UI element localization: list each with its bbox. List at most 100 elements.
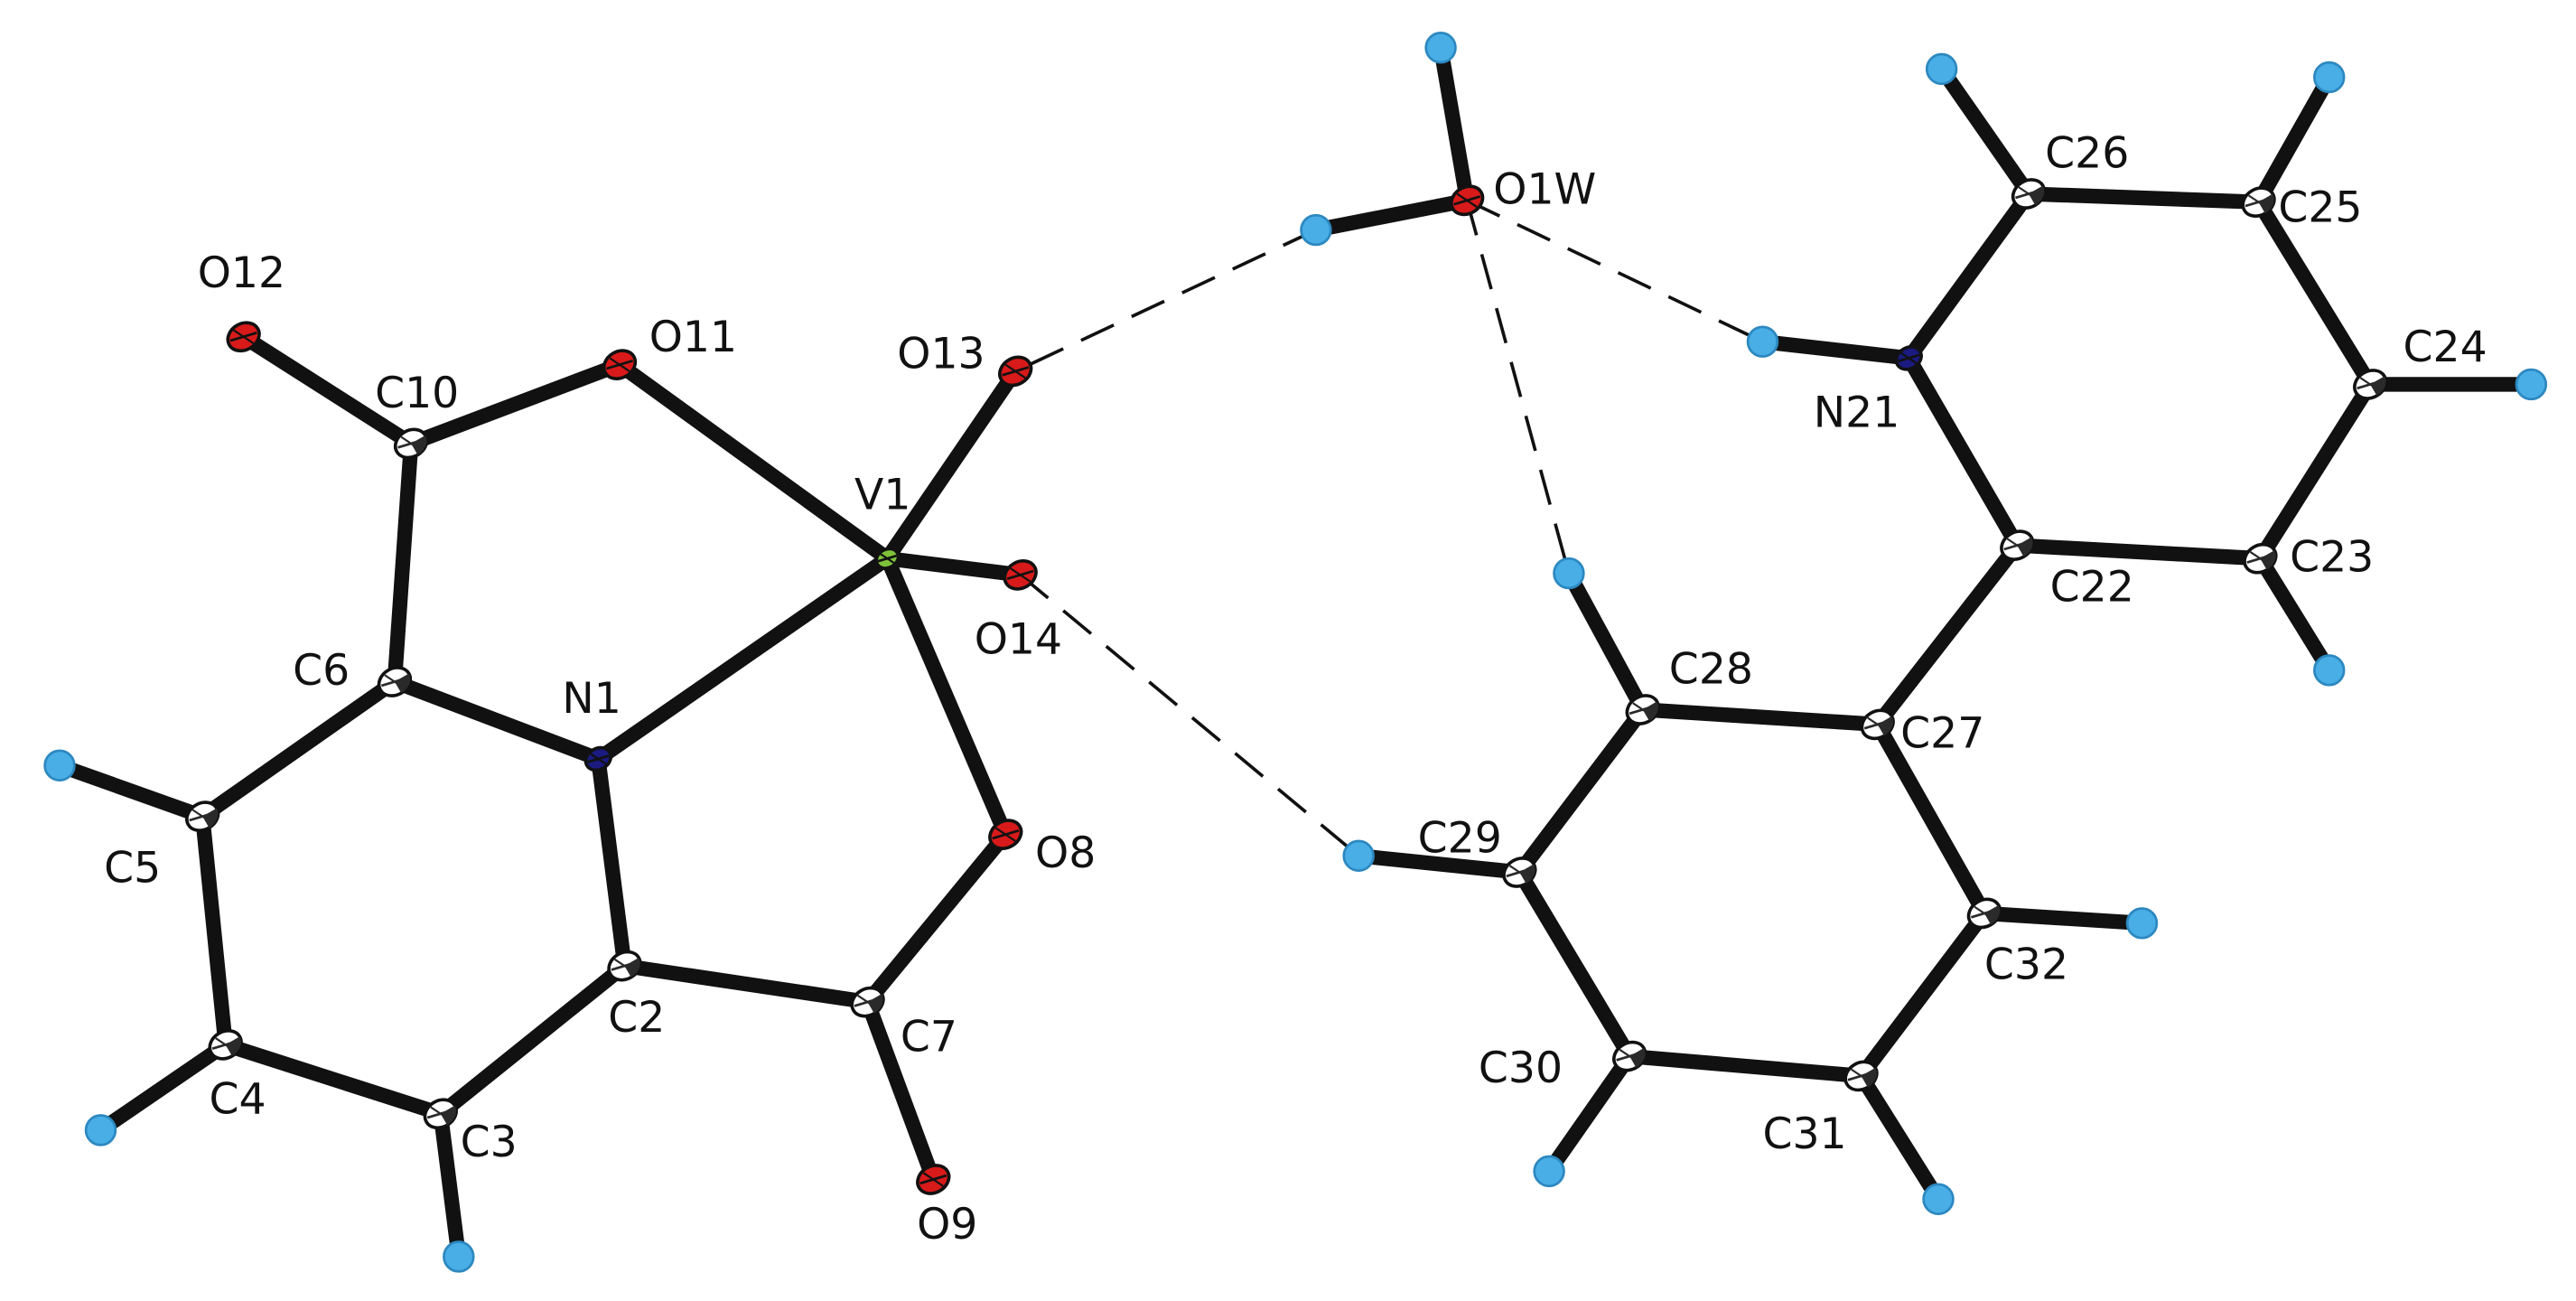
atom-C26 bbox=[2011, 178, 2047, 210]
atom-label-C29: C29 bbox=[1418, 814, 1502, 864]
bond-C3-H3 bbox=[433, 1106, 466, 1265]
atom-O13 bbox=[998, 355, 1033, 388]
atom-C23 bbox=[2243, 542, 2278, 575]
atom-C2 bbox=[607, 950, 642, 982]
bond-C22-C27 bbox=[1870, 538, 2025, 732]
atom-label-O12: O12 bbox=[198, 248, 285, 298]
bond-C28-C29 bbox=[1512, 702, 1650, 880]
bond-V1-O14 bbox=[880, 551, 1028, 583]
atom-H30 bbox=[1533, 1155, 1565, 1188]
atom-label-C28: C28 bbox=[1669, 644, 1753, 694]
hydrogen-bond-H1WA-O13 bbox=[1014, 228, 1317, 373]
bond-C10-O11 bbox=[403, 357, 628, 452]
atom-label-C30: C30 bbox=[1479, 1044, 1563, 1093]
atom-H32 bbox=[2125, 907, 2159, 940]
atom-H1WB bbox=[1424, 32, 1457, 64]
atom-C27 bbox=[1860, 708, 1895, 741]
atom-H4 bbox=[84, 1114, 117, 1147]
bond-C28-H28 bbox=[1561, 566, 1650, 717]
bond-O1W-H1WA bbox=[1308, 192, 1475, 238]
bond-C30-C31 bbox=[1621, 1048, 1869, 1084]
bond-O12-C10 bbox=[236, 329, 419, 452]
atom-label-O14: O14 bbox=[975, 615, 1062, 665]
bond-C22-N21 bbox=[1901, 351, 2025, 553]
atom-N1 bbox=[583, 745, 613, 772]
atom-H31 bbox=[1922, 1183, 1955, 1215]
bond-C4-H4 bbox=[93, 1037, 233, 1138]
bond-O8-V1 bbox=[880, 551, 1013, 842]
atom-N21 bbox=[1894, 345, 1923, 371]
bond-N21-C26 bbox=[1901, 186, 2037, 366]
atom-label-C10: C10 bbox=[375, 369, 459, 418]
atom-O11 bbox=[602, 349, 638, 380]
hydrogen-bond-O14-H29 bbox=[1019, 573, 1360, 857]
atom-H23 bbox=[2313, 654, 2346, 687]
bond-C24-C23 bbox=[2253, 377, 2378, 566]
atom-H1WA bbox=[1300, 213, 1332, 247]
bond-C6-C5 bbox=[194, 674, 403, 824]
atom-H25 bbox=[2313, 61, 2346, 94]
atom-C6 bbox=[377, 666, 413, 697]
bond-C7-O9 bbox=[860, 994, 941, 1187]
atom-label-C2: C2 bbox=[608, 993, 665, 1043]
bond-C31-C32 bbox=[1853, 905, 1993, 1084]
bond-C29-C30 bbox=[1512, 865, 1638, 1064]
atom-V1 bbox=[874, 547, 901, 570]
bond-C3-C2 bbox=[433, 958, 632, 1121]
atom-label-C32: C32 bbox=[1984, 941, 2068, 990]
bond-C25-H25 bbox=[2251, 70, 2337, 210]
bond-C5-C4 bbox=[194, 809, 233, 1053]
bond-C6-N1 bbox=[387, 674, 606, 767]
atom-C32 bbox=[1966, 897, 2002, 930]
bond-C26-H26 bbox=[1934, 61, 2037, 201]
bond-O11-V1 bbox=[611, 357, 895, 566]
atom-label-C4: C4 bbox=[209, 1075, 266, 1125]
atom-label-C3: C3 bbox=[461, 1118, 518, 1167]
bond-C26-C25 bbox=[2021, 186, 2266, 210]
hydrogen-bond-O1W-H28 bbox=[1465, 200, 1571, 575]
atom-C29 bbox=[1502, 856, 1537, 888]
bond-N21-H21 bbox=[1755, 334, 1917, 366]
atom-C10 bbox=[393, 427, 429, 460]
atom-H26 bbox=[1925, 52, 1958, 86]
atom-H29 bbox=[1342, 839, 1375, 872]
atom-label-C7: C7 bbox=[901, 1013, 957, 1062]
atom-label-O1W: O1W bbox=[1493, 164, 1596, 214]
atom-H5 bbox=[43, 749, 76, 782]
atom-label-C22: C22 bbox=[2050, 562, 2134, 612]
hydrogen-bond-layer bbox=[1014, 199, 1764, 857]
atom-O14 bbox=[1003, 559, 1038, 591]
atom-C28 bbox=[1625, 694, 1660, 725]
atom-H24 bbox=[2515, 368, 2548, 401]
bond-C29-H29 bbox=[1350, 848, 1527, 880]
hydrogen-bond-O1W-H21 bbox=[1466, 199, 1764, 343]
atom-C4 bbox=[208, 1029, 243, 1061]
bond-C27-C28 bbox=[1635, 702, 1885, 732]
atom-label-C6: C6 bbox=[293, 646, 350, 696]
atom-label-O13: O13 bbox=[897, 329, 985, 379]
atom-label-C25: C25 bbox=[2278, 183, 2362, 232]
atom-label-C5: C5 bbox=[104, 843, 161, 893]
bond-C32-C27 bbox=[1870, 716, 1993, 922]
atom-C7 bbox=[850, 986, 885, 1018]
atom-C25 bbox=[2241, 186, 2276, 218]
atom-H3 bbox=[443, 1240, 475, 1273]
atom-O1W bbox=[1450, 184, 1485, 217]
atom-label-N21: N21 bbox=[1814, 388, 1900, 438]
bond-C30-H30 bbox=[1541, 1048, 1638, 1179]
atom-label-C23: C23 bbox=[2290, 533, 2374, 583]
bond-C2-N1 bbox=[591, 751, 632, 974]
atom-C30 bbox=[1612, 1040, 1647, 1072]
atom-label-C24: C24 bbox=[2403, 323, 2487, 372]
atom-label-C26: C26 bbox=[2045, 128, 2129, 178]
bond-C5-H5 bbox=[51, 758, 210, 824]
bond-C7-O8 bbox=[860, 827, 1013, 1010]
bond-C2-C7 bbox=[617, 958, 875, 1010]
atom-label-O11: O11 bbox=[649, 313, 737, 362]
atom-C31 bbox=[1843, 1060, 1879, 1092]
bond-O1W-H1WB bbox=[1433, 40, 1475, 208]
atom-layer bbox=[43, 32, 2548, 1273]
atom-label-O9: O9 bbox=[917, 1200, 977, 1250]
atom-C5 bbox=[185, 800, 220, 832]
